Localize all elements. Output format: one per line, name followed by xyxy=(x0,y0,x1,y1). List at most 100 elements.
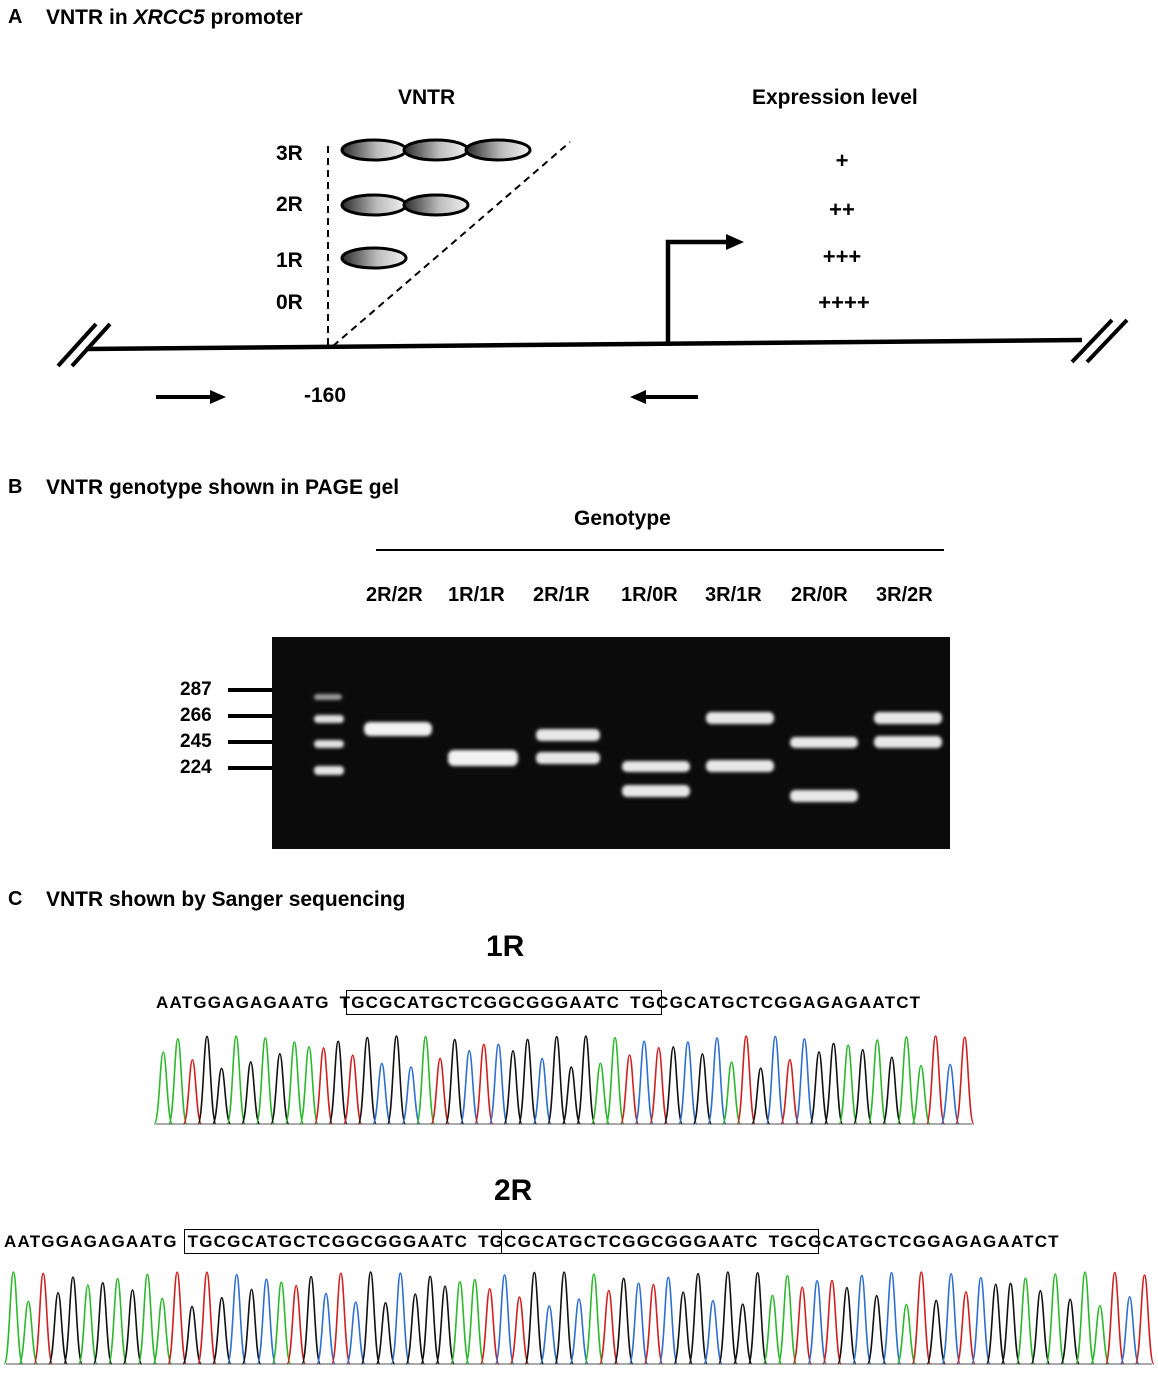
chromatogram-1r-peak-40 xyxy=(721,1061,742,1125)
tss-arrow-head xyxy=(726,234,744,250)
ladder-band-224 xyxy=(314,766,344,775)
chromatogram-1r-peak-3 xyxy=(182,1059,203,1125)
chromatogram-1r-peak-8 xyxy=(255,1037,276,1125)
repeat-label-2r: 2R xyxy=(276,193,303,216)
lane6-band-0r xyxy=(790,790,858,802)
chromatogram-2r-peak-16 xyxy=(226,1273,247,1365)
lane-label-7: 3R/2R xyxy=(876,584,933,606)
chromatogram-1r-peak-49 xyxy=(852,1048,873,1125)
chromatogram-2r-peak-25 xyxy=(360,1271,381,1365)
sequence-2r-prefix: AATGGAGAGAATG xyxy=(4,1232,178,1251)
panel-a-title-prefix: VNTR in xyxy=(46,6,134,29)
sequence-2r-suffix: TGCGCATGCTCGGAGAGAATCT xyxy=(768,1232,1060,1251)
sequence-2r: AATGGAGAGAATG TGCGCATGCTCGGCGGGAATC TGCGCA… xyxy=(4,1232,1060,1252)
chromatogram-2r-peak-67 xyxy=(985,1283,1006,1365)
lane-label-1: 2R/2R xyxy=(366,584,423,606)
lane-label-5: 3R/1R xyxy=(705,584,762,606)
lane2-band-1r xyxy=(448,750,518,766)
expression-header: Expression level xyxy=(752,86,918,109)
chromatogram-2r-peak-27 xyxy=(390,1272,411,1365)
panel-a-title-suffix: promoter xyxy=(204,6,303,29)
chromatogram-2r-peak-22 xyxy=(315,1292,336,1365)
chromatogram-2r-peak-60 xyxy=(881,1271,902,1365)
chromatogram-2r-peak-61 xyxy=(896,1303,917,1365)
chromatogram-1r-peak-12 xyxy=(313,1047,334,1125)
chromatogram-1r-peak-52 xyxy=(896,1036,917,1125)
vntr-dashed-diagonal xyxy=(332,141,571,347)
vntr-header: VNTR xyxy=(398,86,456,109)
chromatogram-2r-peak-9 xyxy=(122,1289,143,1365)
chromatogram-2r-peak-29 xyxy=(420,1275,441,1365)
break-mark-right-2 xyxy=(1085,318,1129,364)
chromatogram-2r-peak-23 xyxy=(330,1272,351,1365)
chromatogram-1r-peak-28 xyxy=(546,1035,567,1125)
chromatogram-2r-peak-32 xyxy=(464,1278,485,1365)
chromatogram-2r-peak-70 xyxy=(1030,1290,1051,1365)
chromatogram-1r-peak-44 xyxy=(780,1058,800,1125)
chromatogram-1r-peak-30 xyxy=(576,1035,596,1125)
chromatogram-1r-peak-39 xyxy=(707,1037,727,1125)
chromatogram-2r-peak-44 xyxy=(643,1283,664,1365)
reverse-primer-head xyxy=(630,390,646,404)
chromatogram-2r-peak-12 xyxy=(167,1271,188,1365)
chromatogram-2r-peak-26 xyxy=(375,1301,396,1365)
chromatogram-1r-peak-26 xyxy=(517,1038,538,1125)
panel-b-title: VNTR genotype shown in PAGE gel xyxy=(46,476,400,499)
lane-label-3: 2R/1R xyxy=(533,584,590,606)
chromatogram-1r-peak-16 xyxy=(372,1062,392,1125)
chromatogram-2r-peak-14 xyxy=(196,1271,217,1365)
chromatogram-2r-peak-53 xyxy=(777,1274,798,1365)
chromatogram-1r-peak-31 xyxy=(590,1062,611,1125)
chromatogram-1r-peak-41 xyxy=(736,1035,756,1125)
repeat-ovals xyxy=(340,138,532,270)
chromatogram-2r-peak-28 xyxy=(405,1293,426,1365)
chromatogram-1r-peak-32 xyxy=(605,1036,625,1125)
chromatogram-2r-peak-17 xyxy=(241,1288,262,1365)
gel-bands xyxy=(314,694,942,802)
chromatogram-1r-peak-37 xyxy=(678,1041,698,1125)
chromatogram-2r-peak-11 xyxy=(152,1297,173,1365)
chromatogram-1r-peak-18 xyxy=(401,1066,421,1125)
chromatogram-2r-peak-19 xyxy=(271,1281,292,1365)
chromatogram-2r-peak-43 xyxy=(628,1282,649,1365)
chromatogram-2r-peak-38 xyxy=(554,1271,575,1365)
chromatogram-2r-peak-64 xyxy=(941,1272,962,1365)
chromatogram-2r-peak-49 xyxy=(717,1271,738,1365)
promoter-line xyxy=(85,337,1083,352)
chromatogram-1r-peak-34 xyxy=(634,1040,654,1125)
chromatogram-2r-peak-37 xyxy=(539,1305,560,1365)
chromatogram-2r-peak-33 xyxy=(479,1287,500,1365)
chromatogram-2r-peak-18 xyxy=(256,1278,277,1365)
chromatogram-1r-peak-38 xyxy=(692,1053,713,1125)
chromatogram-1r-peak-36 xyxy=(663,1046,684,1125)
break-mark-left-1 xyxy=(56,322,98,368)
lane-label-4: 1R/0R xyxy=(621,584,678,606)
chromatogram-2r-peak-1 xyxy=(3,1271,24,1365)
sequence-1r-prefix: AATGGAGAGAATG xyxy=(156,993,330,1012)
chromatogram-2r-peak-59 xyxy=(866,1294,887,1365)
chromatogram-1r-peak-33 xyxy=(619,1054,640,1125)
sequence-2r-repeat-2: TGCGCATGCTCGGCGGGAATC xyxy=(478,1232,759,1251)
chromatogram-2r-peak-8 xyxy=(107,1278,128,1365)
chromatogram-2r-peak-56 xyxy=(822,1279,843,1365)
chromatogram-2r-peak-20 xyxy=(286,1284,307,1365)
chromatogram-2r-peak-69 xyxy=(1015,1277,1036,1365)
chromatogram-2r-peak-13 xyxy=(182,1305,203,1365)
lane7-band-2r xyxy=(874,736,942,748)
marker-label-224: 224 xyxy=(180,757,212,778)
chromatogram-2r-peak-40 xyxy=(583,1273,604,1365)
chromatogram-2r-peak-54 xyxy=(792,1286,813,1365)
chromatogram-1r-peak-1 xyxy=(153,1051,174,1125)
chromatogram-2r-peak-30 xyxy=(435,1285,456,1365)
position-label: -160 xyxy=(304,384,347,407)
marker-label-245: 245 xyxy=(180,731,212,752)
chromatogram-1r-peak-21 xyxy=(444,1038,465,1125)
chromatogram-2r-peak-66 xyxy=(970,1276,991,1365)
chromatogram-1r-peak-22 xyxy=(459,1049,480,1125)
chromatogram-2r-peak-31 xyxy=(449,1280,470,1365)
chromatogram-1r-peak-17 xyxy=(386,1035,407,1125)
chromatogram-2r-peak-46 xyxy=(673,1291,694,1365)
chromatogram-1r-peak-35 xyxy=(648,1047,669,1125)
chromatogram-1r-peak-47 xyxy=(823,1042,844,1125)
